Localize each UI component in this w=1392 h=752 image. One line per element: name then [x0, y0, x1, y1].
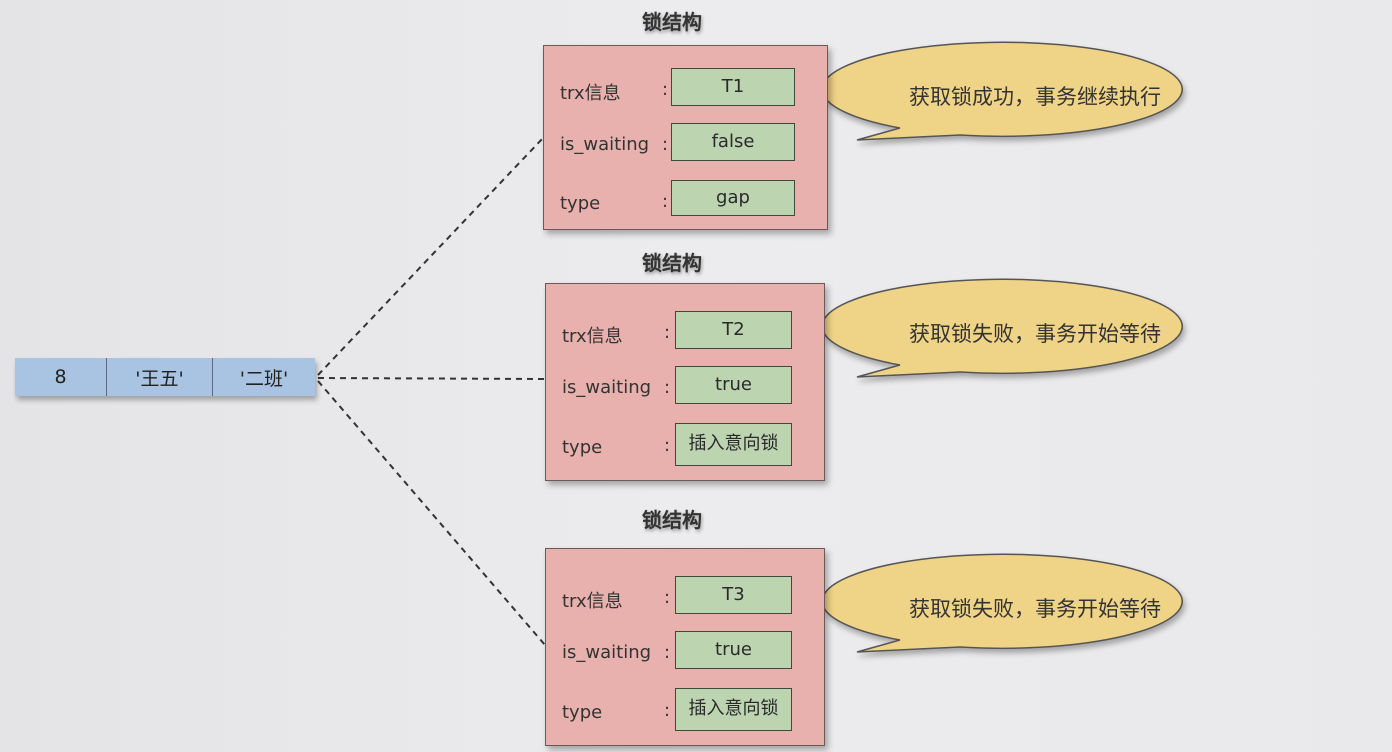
is-waiting-value: true [675, 631, 792, 669]
connector-2 [317, 377, 546, 380]
type-value: 插入意向锁 [675, 688, 792, 731]
lock-title-2: 锁结构 [642, 251, 702, 275]
index-record: 8 '王五' '二班' [15, 358, 315, 396]
lock-title-1: 锁结构 [642, 10, 702, 34]
type-value: 插入意向锁 [675, 423, 792, 466]
trx-value: T3 [675, 576, 792, 614]
type-label: type [560, 193, 601, 214]
lock-struct-1: trx信息 : T1 is_waiting : false type : gap [543, 45, 828, 230]
bubble-text-1: 获取锁成功，事务继续执行 [909, 85, 1161, 109]
type-label: type [562, 437, 603, 458]
bubble-text-3: 获取锁失败，事务开始等待 [909, 597, 1161, 621]
lock-struct-2: trx信息 : T2 is_waiting : true type : 插入意向… [545, 283, 825, 481]
trx-label: trx信息 [562, 326, 623, 347]
trx-value: T2 [675, 311, 792, 349]
waiting-label: is_waiting [560, 134, 650, 155]
colon: : [664, 435, 671, 456]
is-waiting-value: false [671, 123, 795, 161]
colon: : [664, 700, 671, 721]
type-label: type [562, 702, 603, 723]
trx-value: T1 [671, 68, 795, 106]
type-value: gap [671, 180, 795, 216]
colon: : [662, 79, 669, 100]
trx-label: trx信息 [562, 591, 623, 612]
record-cell-class: '二班' [239, 367, 289, 390]
trx-label: trx信息 [560, 83, 621, 104]
connector-1 [317, 137, 544, 376]
colon: : [662, 191, 669, 212]
colon: : [664, 642, 671, 663]
is-waiting-value: true [675, 366, 792, 404]
colon: : [664, 587, 671, 608]
record-cell-name: '王五' [107, 358, 213, 396]
lock-title-3: 锁结构 [642, 508, 702, 532]
waiting-label: is_waiting [562, 377, 652, 398]
colon: : [664, 377, 671, 398]
lock-struct-3: trx信息 : T3 is_waiting : true type : 插入意向… [545, 548, 825, 746]
waiting-label: is_waiting [562, 642, 652, 663]
record-cell-id: 8 [15, 358, 107, 396]
connector-3 [317, 380, 546, 646]
colon: : [664, 322, 671, 343]
colon: : [662, 134, 669, 155]
bubble-text-2: 获取锁失败，事务开始等待 [909, 322, 1161, 346]
